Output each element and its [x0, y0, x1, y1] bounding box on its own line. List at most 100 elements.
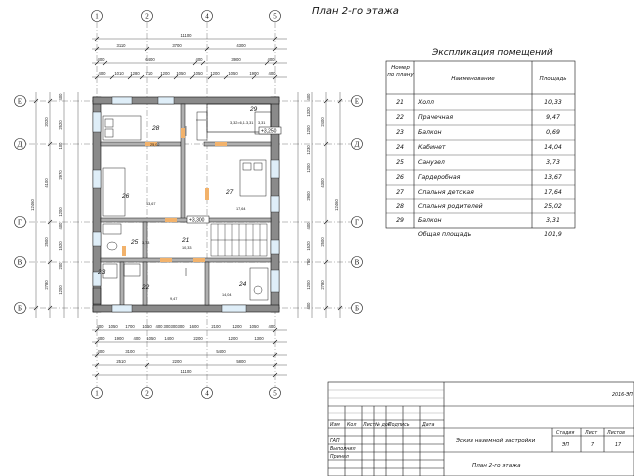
dim-text: 5800	[236, 359, 246, 364]
explication-row-no: 26	[396, 174, 404, 181]
dim-text: 400	[156, 324, 164, 329]
dim-text: 2500	[320, 237, 325, 247]
dim-text: 750	[306, 258, 311, 266]
dim-text: 2500	[44, 237, 49, 247]
dim-text: 710	[146, 71, 154, 76]
dim-text: 1280	[130, 71, 140, 76]
room-area: 13,67	[146, 202, 156, 206]
dim-text: 1050	[108, 324, 118, 329]
dim-text: 400	[134, 336, 142, 341]
explication-table: Экспликация помещений Номер по плану Наи…	[385, 48, 576, 238]
dim-text: 6400	[145, 57, 155, 62]
axis-bubbles-bottom: 1 2 4 5	[91, 387, 281, 399]
room-number: 23	[97, 269, 106, 276]
title-block-role: Принял	[330, 454, 349, 460]
explication-row-no: 23	[396, 129, 404, 136]
dim-text: 2780	[320, 280, 325, 290]
explication-row-name: Прачечная	[418, 114, 453, 121]
room-number: 26	[121, 193, 130, 200]
axis-label: 2	[145, 13, 149, 21]
dim-text: 1050	[176, 71, 186, 76]
room-number: 22	[141, 284, 150, 291]
dim-text: 400	[99, 71, 107, 76]
right-dimensions: 12460 2400 4300 2500 2780 400 1320 1200 …	[306, 93, 339, 310]
title-block-sheets: 17	[615, 442, 621, 448]
dim-text: 1050	[249, 324, 259, 329]
dim-text: 2200	[193, 336, 203, 341]
title-block-role: Выполнил	[330, 446, 356, 452]
dim-overall-right: 12460	[334, 199, 339, 211]
explication-row-area: 25,02	[544, 203, 562, 210]
dim-text: 400	[97, 324, 105, 329]
room-number: 28	[151, 125, 160, 132]
title-block-col: Изм	[330, 422, 340, 428]
dim-text: 1050	[146, 336, 156, 341]
dim-text: 4300	[236, 43, 246, 48]
explication-row-area: 0,69	[546, 129, 560, 136]
title-block-col: Подпись	[388, 422, 410, 428]
dim-text: 1010	[114, 71, 124, 76]
axis-bubbles-left: Е Д Г В Б	[14, 95, 26, 314]
explication-row-area: 17,64	[544, 189, 562, 196]
dim-text: 5400	[216, 349, 226, 354]
title-block-col: Лист	[362, 422, 375, 428]
room-area: 14,04	[222, 293, 232, 297]
dim-text: 1230	[306, 145, 311, 155]
dim-text: 400	[58, 222, 63, 230]
room-area: 3,73	[142, 241, 149, 245]
dim-text: 3110	[116, 43, 126, 48]
explication-row-no: 24	[396, 144, 404, 151]
dim-text: 1400	[164, 336, 174, 341]
title-block-col: № док	[374, 422, 391, 428]
title-block: 2016-ЭП Изм Кол Лист № док Подпись Дата …	[327, 381, 634, 476]
axis-label: 1	[95, 390, 99, 398]
dim-text: 1050	[228, 71, 238, 76]
title-block-sheet-title: План 2-го этажа	[472, 463, 521, 469]
title-block-stage-label: Стадия	[556, 430, 575, 436]
dimension-ticks	[33, 36, 343, 378]
dim-text: 1300	[254, 336, 264, 341]
room-area: 25,02	[150, 143, 160, 147]
dim-text: 400	[269, 324, 277, 329]
dim-text: 1900	[114, 336, 124, 341]
explication-row-area: 14,04	[544, 144, 562, 151]
dim-text: 2970	[58, 170, 63, 180]
room-number: 27	[225, 189, 234, 196]
dimension-lines	[35, 38, 341, 376]
explication-row-name: Спальня родителей	[418, 203, 483, 210]
dim-text: 400	[269, 71, 277, 76]
dim-text: 400	[268, 57, 276, 62]
axis-bubbles-right: Е Д Г В Б	[351, 95, 363, 314]
axis-label: Б	[355, 305, 359, 313]
dim-text: 1320	[306, 107, 311, 117]
level-mark: +3,300	[189, 218, 205, 224]
explication-row-no: 27	[396, 189, 404, 196]
dim-text: 1900	[249, 71, 259, 76]
dim-text: 2780	[44, 280, 49, 290]
room-area: 3,31	[258, 121, 265, 125]
axis-label: Г	[355, 219, 359, 227]
dim-text: 2200	[172, 359, 182, 364]
dim-text: 1600	[189, 324, 199, 329]
balcony-note: 3,32=6,1.3,31	[230, 121, 253, 125]
drawing-title: План 2-го этажа	[312, 6, 399, 17]
explication-row-name: Кабинет	[418, 143, 446, 151]
room-number: 25	[130, 239, 139, 246]
explication-row-no: 21	[396, 99, 404, 106]
explication-row-name: Гардеробная	[418, 173, 461, 181]
explication-row-no: 22	[396, 114, 404, 121]
title-block-project: Эскиз наземной застройки	[455, 438, 536, 444]
dim-text: 4100	[44, 178, 49, 188]
dim-text: 2900	[306, 191, 311, 201]
title-block-stage: ЭП	[561, 442, 569, 448]
bottom-dimensions: 400 1050 1700 1050 400 300 300 300 1600 …	[97, 324, 277, 374]
axis-label: 5	[273, 13, 277, 21]
explication-title: Экспликация помещений	[431, 48, 553, 58]
room-number: 24	[238, 281, 247, 288]
dim-text: 300	[178, 324, 186, 329]
axis-label: Г	[18, 219, 22, 227]
axis-label: Е	[18, 98, 22, 106]
dim-text: 4300	[320, 178, 325, 188]
level-mark: +3,250	[261, 129, 277, 135]
dim-text: 400	[98, 336, 106, 341]
